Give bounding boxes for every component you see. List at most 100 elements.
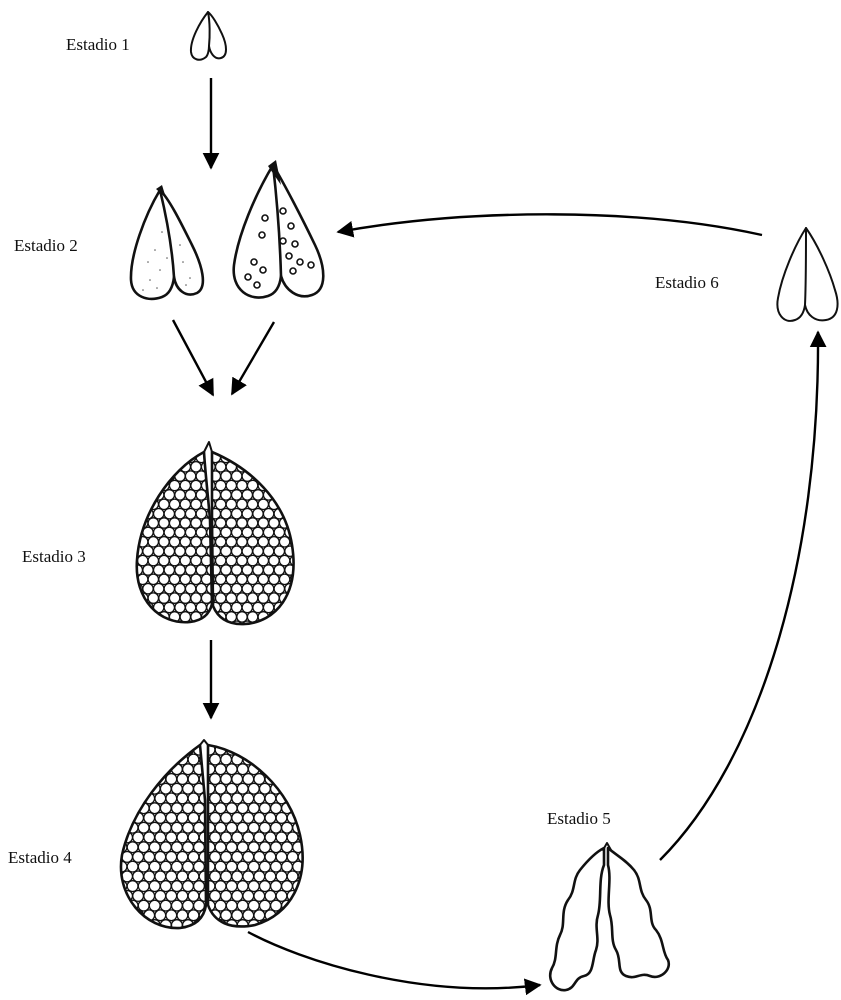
pollen-grain (155, 832, 166, 843)
pollen-grain (191, 462, 201, 472)
stage-2-label: Estadio 2 (14, 236, 78, 255)
pollen-grain (127, 764, 138, 775)
pollen-grain (180, 518, 190, 528)
pollen-grain (133, 754, 144, 765)
pollen-grain (144, 852, 155, 863)
pollen-grain (127, 612, 137, 622)
pollen-grain (204, 783, 215, 794)
pollen-grain (287, 754, 298, 765)
pollen-grain (243, 871, 254, 882)
pollen-grain (232, 452, 242, 462)
pollen-grain (279, 537, 289, 547)
pollen-grain (293, 803, 304, 814)
pollen-grain (111, 793, 122, 804)
pollen-grain (216, 555, 226, 565)
pollen-grain (169, 555, 179, 565)
pollen-grain (149, 744, 160, 755)
pollen-grain (111, 910, 122, 921)
pollen-grain (122, 813, 133, 824)
pollen-grain (276, 813, 287, 824)
pollen-grain (221, 832, 232, 843)
pollen-grain (221, 774, 232, 785)
pollen-grain (226, 499, 236, 509)
pollen-grain (169, 574, 179, 584)
pollen-grain (155, 813, 166, 824)
pollen-grain (290, 518, 300, 528)
pollen-grain (185, 527, 195, 537)
pollen-grain (160, 900, 171, 911)
pollen-grain (148, 555, 158, 565)
pollen-grain (138, 462, 148, 472)
pollen-grain (164, 546, 174, 556)
pollen-grain (144, 735, 155, 746)
pollen-grain (188, 832, 199, 843)
arrow-stage-5-to-6 (660, 332, 818, 860)
pollen-grain (221, 584, 231, 594)
pollen-grain (269, 462, 279, 472)
pollen-grain (194, 803, 205, 814)
pollen-grain (237, 881, 248, 892)
pollen-grain (215, 842, 226, 853)
pollen-grain (271, 803, 282, 814)
pollen-grain (298, 793, 309, 804)
pollen-grain (243, 793, 254, 804)
pollen-grain (215, 803, 226, 814)
pollen-grain (143, 546, 153, 556)
pollen-grain (258, 574, 268, 584)
pollen-grain (188, 813, 199, 824)
pollen-grain (169, 537, 179, 547)
arrow-stage-4-to-5 (248, 932, 540, 988)
pollen-grain (221, 813, 232, 824)
pollen-grain (138, 920, 149, 931)
pollen-grain (253, 490, 263, 500)
pollen-grain (180, 499, 190, 509)
pollen-grain (243, 910, 254, 921)
pollen-grain (143, 452, 153, 462)
pollen-grain (271, 842, 282, 853)
pollen-grain (191, 480, 201, 490)
pollen-grain (282, 764, 293, 775)
pollen-grain (164, 584, 174, 594)
pollen-grain (232, 546, 242, 556)
pollen-grain (183, 764, 194, 775)
pollen-grain (188, 891, 199, 902)
pollen-grain (265, 852, 276, 863)
pollen-grain (247, 518, 257, 528)
pollen-grain (177, 910, 188, 921)
pollen-grain (175, 565, 185, 575)
pollen-grain (253, 546, 263, 556)
pollen-grain (132, 490, 142, 500)
pollen-grain (276, 852, 287, 863)
pollen-grain (149, 822, 160, 833)
pollen-grain (166, 871, 177, 882)
pollen-grain (221, 871, 232, 882)
pollen-grain (116, 764, 127, 775)
pollen-grain (160, 803, 171, 814)
pollen-grain (127, 744, 138, 755)
pollen-grain (155, 793, 166, 804)
pollen-grain (279, 612, 289, 622)
pollen-grain (253, 565, 263, 575)
pollen-grain (183, 803, 194, 814)
pollen-grain (111, 891, 122, 902)
pollen-grain (276, 754, 287, 765)
pollen-grain (159, 593, 169, 603)
pollen-grain (166, 793, 177, 804)
pollen-grain (287, 832, 298, 843)
pollen-grain (210, 735, 221, 746)
pollen-grain (258, 462, 268, 472)
pollen-grain (132, 602, 142, 612)
pollen-grain (191, 443, 201, 453)
pollen-grain (138, 499, 148, 509)
pollen-grain (148, 593, 158, 603)
pollen-grain (185, 584, 195, 594)
pollen-grain (210, 852, 221, 863)
pollen-grain (204, 764, 215, 775)
pollen-grain (194, 900, 205, 911)
pollen-grain (282, 842, 293, 853)
pollen-grain (253, 509, 263, 519)
pollen-grain (215, 822, 226, 833)
pollen-grain (279, 555, 289, 565)
pollen-grain (253, 527, 263, 537)
pollen-grain (166, 832, 177, 843)
